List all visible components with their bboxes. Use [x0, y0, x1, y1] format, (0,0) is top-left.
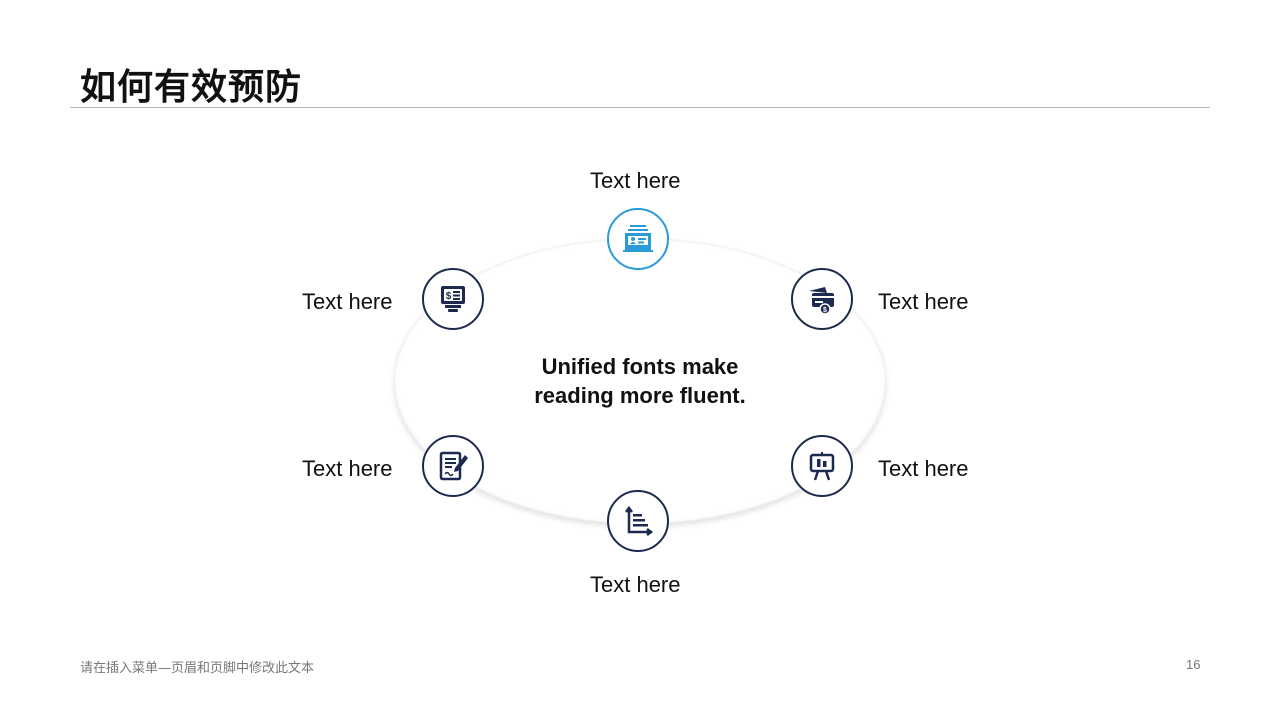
center-text: Unified fonts make reading more fluent. — [490, 352, 790, 410]
item-node-lower-left[interactable] — [422, 435, 484, 497]
footer-text: 请在插入菜单—页眉和页脚中修改此文本 — [80, 661, 315, 676]
item-label-top: Text here — [590, 168, 681, 193]
presentation-board-icon — [809, 452, 835, 481]
item-node-upper-right[interactable]: $ — [791, 268, 853, 330]
item-label-upper-left: Text here — [302, 289, 393, 314]
page-number: 16 — [1186, 657, 1201, 672]
item-label-lower-left: Text here — [302, 456, 393, 481]
svg-text:$: $ — [446, 291, 452, 302]
item-label-lower-right: Text here — [878, 456, 969, 481]
bar-chart-axis-icon — [625, 505, 654, 536]
item-label-upper-right: Text here — [878, 289, 969, 314]
svg-text:$: $ — [823, 307, 827, 314]
item-node-top[interactable] — [607, 208, 669, 270]
signed-document-icon — [439, 451, 468, 481]
item-node-lower-right[interactable] — [791, 435, 853, 497]
item-label-bottom: Text here — [590, 572, 681, 597]
item-node-upper-left[interactable]: $ — [422, 268, 484, 330]
center-text-line-1: Unified fonts make — [541, 354, 739, 379]
center-text-line-2: reading more fluent. — [534, 383, 746, 408]
slide-title: 如何有效预防 — [80, 67, 303, 108]
item-node-bottom[interactable] — [607, 490, 669, 552]
credit-card-dollar-icon: $ — [809, 287, 834, 315]
id-card-tray-icon — [623, 225, 653, 252]
title-divider — [70, 107, 1210, 108]
atm-monitor-dollar-icon: $ — [441, 286, 465, 312]
